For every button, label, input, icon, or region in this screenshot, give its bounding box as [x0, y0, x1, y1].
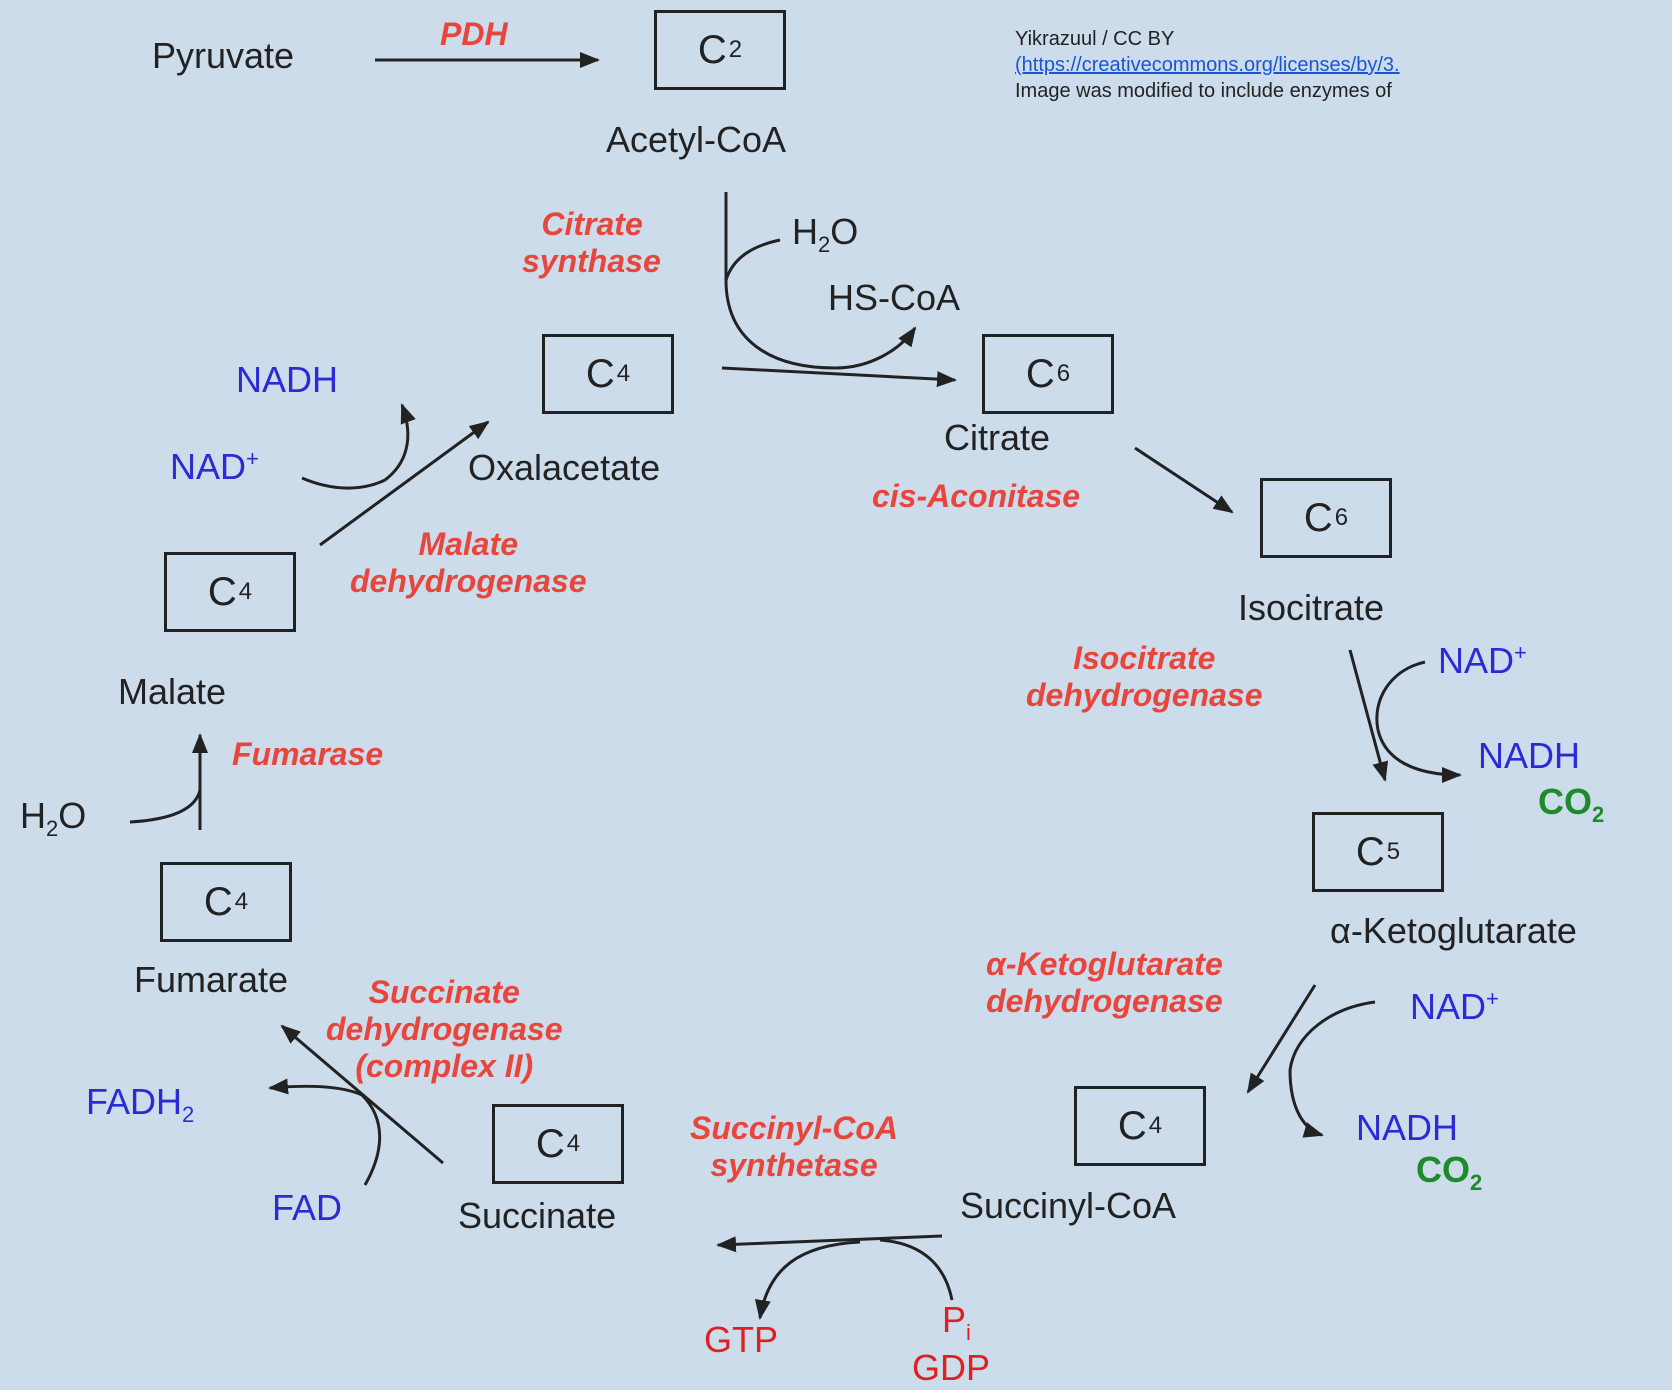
- arrow-scs-main: [716, 1234, 943, 1253]
- attribution-line-1: Yikrazuul / CC BY: [1015, 28, 1175, 50]
- compound-malate: Malate: [118, 671, 227, 712]
- arrow-mdh-nadh-out: [384, 403, 416, 482]
- arrow-scs-pi-in: [879, 1238, 954, 1301]
- compound-isocitrate: Isocitrate: [1238, 587, 1385, 628]
- compound-fumarate: Fumarate: [134, 959, 289, 1000]
- compound-pyruvate: Pyruvate: [152, 35, 295, 76]
- cofactor-nadh-mdh: NADH: [236, 359, 339, 400]
- arrow-fumarase-h2o-in: [129, 789, 202, 824]
- cofactor-co2-akgdh: CO2: [1416, 1149, 1483, 1196]
- compound-acetyl-coa: Acetyl-CoA: [606, 119, 787, 160]
- arrow-akgdh-nadh-out: [1288, 1069, 1324, 1138]
- compound-succinate: Succinate: [458, 1195, 617, 1236]
- arrow-idh-nad-in: [1375, 660, 1426, 731]
- arrow-sdh-fad-in: [360, 1093, 382, 1186]
- cofactor-nad-idh: NAD+: [1438, 640, 1527, 681]
- compound-succinyl-coa: Succinyl-CoA: [960, 1185, 1177, 1226]
- cofactor-h2o-fumarase: H2O: [20, 795, 87, 842]
- cofactor-h2o-citrate-synthase: H2O: [792, 211, 859, 258]
- compound-oxalacetate: Oxalacetate: [468, 447, 661, 488]
- enzyme-succinate-dehydrogenase: Succinate dehydrogenase (complex II): [326, 974, 563, 1084]
- arrow-akgdh-nad-in: [1288, 1000, 1376, 1071]
- arrow-oaa-to-citrate: [721, 366, 957, 388]
- enzyme-succinyl-coa-synthetase: Succinyl-CoA synthetase: [690, 1110, 899, 1183]
- cofactor-nadh-idh: NADH: [1478, 735, 1581, 776]
- arrow-citrate-synthase-main: [724, 192, 836, 370]
- arrow-hscoa-out: [834, 326, 917, 370]
- arrow-scs-gtp-out: [754, 1240, 861, 1320]
- cofactor-co2-idh: CO2: [1538, 781, 1605, 828]
- cofactor-fad: FAD: [272, 1187, 343, 1228]
- cofactor-nadh-akgdh: NADH: [1356, 1107, 1459, 1148]
- enzyme-citrate-synthase: Citrate synthase: [522, 206, 661, 279]
- enzyme-isocitrate-dehydrogenase: Isocitrate dehydrogenase: [1026, 640, 1263, 713]
- arrow-aconitase: [1134, 446, 1234, 514]
- cofactor-gtp: GTP: [704, 1319, 779, 1360]
- attribution-license-link[interactable]: (https://creativecommons.org/licenses/by…: [1015, 54, 1400, 76]
- enzyme-fumarase: Fumarase: [232, 736, 384, 772]
- arrow-akgdh-main: [1246, 984, 1317, 1094]
- arrow-idh-nadh-out: [1376, 729, 1462, 783]
- attribution-line-3: Image was modified to include enzymes of: [1015, 80, 1392, 102]
- arrow-mdh-main: [319, 420, 490, 547]
- enzyme-pdh: PDH: [440, 16, 508, 52]
- cofactor-hs-coa: HS-CoA: [828, 277, 961, 318]
- arrow-idh-main: [1348, 649, 1389, 782]
- enzyme-cis-aconitase: cis-Aconitase: [872, 478, 1081, 514]
- compound-alpha-ketoglutarate: α-Ketoglutarate: [1330, 910, 1577, 951]
- arrow-h2o-in: [724, 238, 781, 281]
- enzyme-alpha-ketoglutarate-dehydrogenase: α-Ketoglutarate dehydrogenase: [986, 946, 1223, 1019]
- cofactor-nad-mdh: NAD+: [170, 446, 259, 487]
- arrow-mdh-nad-in: [301, 476, 386, 490]
- arrow-sdh-fadh2-out: [268, 1078, 363, 1097]
- enzyme-malate-dehydrogenase: Malate dehydrogenase: [350, 526, 587, 599]
- cofactor-pi: Pi: [942, 1299, 971, 1346]
- attribution: Yikrazuul / CC BY (https://creativecommo…: [1015, 26, 1400, 104]
- cofactor-nad-akgdh: NAD+: [1410, 986, 1499, 1027]
- cofactor-gdp: GDP: [912, 1347, 991, 1388]
- compound-citrate: Citrate: [944, 417, 1051, 458]
- cofactor-fadh2: FADH2: [86, 1081, 195, 1128]
